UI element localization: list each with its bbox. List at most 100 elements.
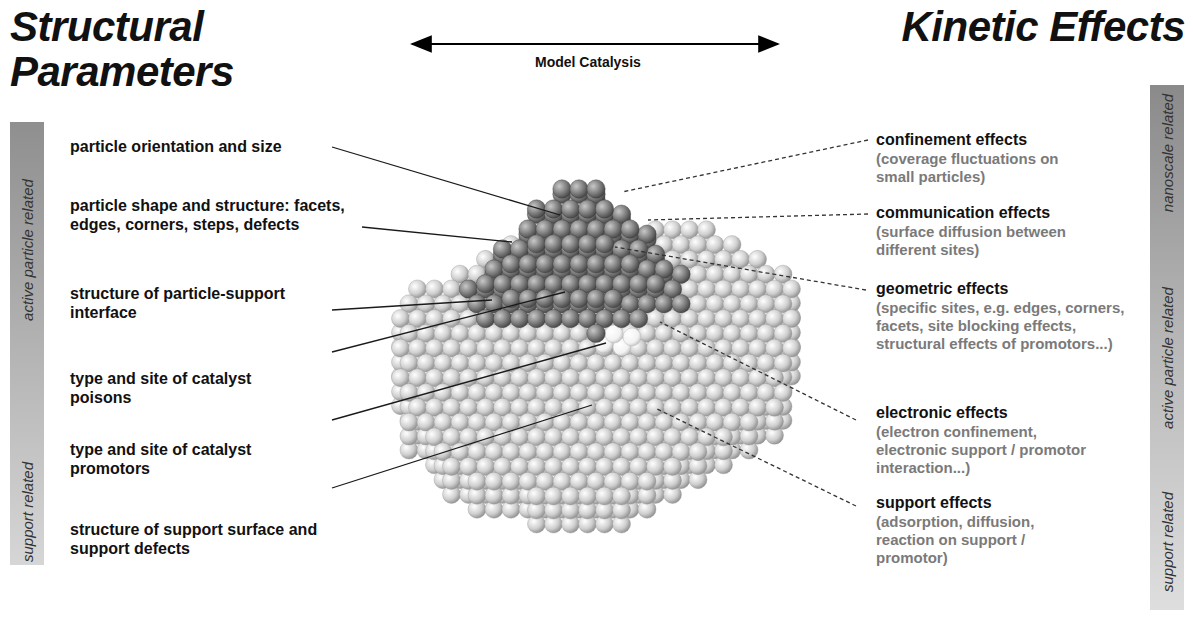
effect-title: support effects: [876, 493, 1136, 512]
particle-atom: [621, 220, 639, 238]
support-atom: [443, 457, 461, 475]
particle-atom: [646, 275, 664, 293]
particle-atom: [493, 309, 511, 327]
particle-atom: [587, 255, 605, 273]
dashed-leader: [648, 214, 868, 220]
support-atom: [545, 487, 563, 505]
parameter-label: type and site of catalyst poisons: [70, 369, 270, 407]
particle-atom: [604, 255, 622, 273]
support-atom: [528, 310, 546, 328]
support-atom: [613, 487, 631, 505]
support-atom: [562, 487, 580, 505]
particle-atom: [629, 275, 647, 293]
particle-atom: [519, 255, 537, 273]
leader-line: [332, 405, 592, 488]
parameter-label: structure of support surface and support…: [70, 520, 340, 558]
poison-atom: [623, 328, 641, 346]
particle-atom: [655, 295, 673, 313]
support-atom: [400, 413, 418, 431]
particle-atom: [604, 289, 622, 307]
support-atom: [511, 310, 529, 328]
leader-line: [332, 343, 606, 420]
band-label: support related: [19, 462, 36, 562]
category-band: active particle related support related: [10, 122, 44, 565]
effect-note: (surface diffusion between different sit…: [876, 223, 1116, 259]
band-label: nanoscale related: [1159, 94, 1176, 212]
heading: Structural Parameters: [10, 4, 300, 95]
category-band: nanoscale related active particle related…: [1150, 85, 1184, 610]
particle-atom: [476, 275, 494, 293]
particle-spheres: [459, 180, 690, 343]
support-atom: [587, 324, 605, 342]
particle-atom: [561, 200, 579, 218]
support-atom: [715, 428, 733, 446]
support-atom: [562, 310, 580, 328]
particle-atom: [519, 289, 537, 307]
leader-lines: [332, 147, 606, 488]
particle-atom: [553, 180, 571, 198]
support-atom: [485, 472, 503, 490]
parameter-label: structure of particle-support interface: [70, 284, 320, 322]
effect-note: (adsorption, diffusion, reaction on supp…: [876, 513, 1081, 567]
support-atom: [672, 295, 690, 313]
particle-atom: [587, 324, 605, 342]
band-label: active particle related: [1159, 287, 1176, 429]
particle-atom: [536, 255, 554, 273]
particle-atom: [561, 235, 579, 253]
particle-atom: [595, 200, 613, 218]
particle-atom: [570, 289, 588, 307]
band-label: active particle related: [19, 180, 36, 322]
particle-atom: [595, 235, 613, 253]
particle-atom: [629, 309, 647, 327]
support-atom: [613, 310, 631, 328]
particle-atom: [587, 180, 605, 198]
double-arrow: [412, 43, 778, 45]
particle-atom: [570, 255, 588, 273]
particle-atom: [502, 255, 520, 273]
band-label: support related: [1159, 492, 1176, 592]
support-atom: [545, 310, 563, 328]
leader-line: [332, 292, 565, 352]
particle-atom: [544, 235, 562, 253]
effect-title: confinement effects: [876, 130, 1136, 149]
particle-atom: [587, 289, 605, 307]
effect-title: electronic effects: [876, 403, 1136, 422]
particle-atom: [544, 309, 562, 327]
support-atom: [468, 472, 486, 490]
particle-atom: [527, 235, 545, 253]
support-atom: [596, 487, 614, 505]
effect-note: (specific sites, e.g. edges, corners, fa…: [876, 299, 1144, 353]
particle-atom: [553, 255, 571, 273]
leader-line: [362, 227, 512, 242]
axis-label: Model Catalysis: [535, 54, 695, 71]
support-atom: [766, 398, 784, 416]
particle-atom: [527, 309, 545, 327]
parameter-label: particle shape and structure: facets, ed…: [70, 196, 355, 234]
particle-atom: [561, 309, 579, 327]
dashed-leader: [660, 322, 856, 420]
support-atom: [638, 472, 656, 490]
particle-atom: [502, 289, 520, 307]
parameter-label: particle orientation and size: [70, 137, 370, 156]
support-atom: [630, 310, 648, 328]
dashed-leader-lines: [615, 140, 868, 506]
particle-atom: [578, 235, 596, 253]
dashed-leader: [655, 408, 856, 506]
support-atom: [740, 413, 758, 431]
support-atom: [655, 295, 673, 313]
particle-atom: [672, 295, 690, 313]
dashed-leader: [615, 247, 866, 290]
leader-line: [332, 300, 492, 310]
dashed-leader: [622, 140, 868, 192]
particle-atom: [510, 309, 528, 327]
particle-atom: [527, 200, 545, 218]
particle-atom: [621, 255, 639, 273]
support-atom: [579, 487, 597, 505]
heading: Kinetic Effects: [902, 4, 1186, 49]
support-atom: [494, 310, 512, 328]
parameter-label: type and site of catalyst promotors: [70, 440, 270, 478]
effect-title: communication effects: [876, 203, 1136, 222]
support-atom: [528, 487, 546, 505]
particle-atom: [570, 180, 588, 198]
